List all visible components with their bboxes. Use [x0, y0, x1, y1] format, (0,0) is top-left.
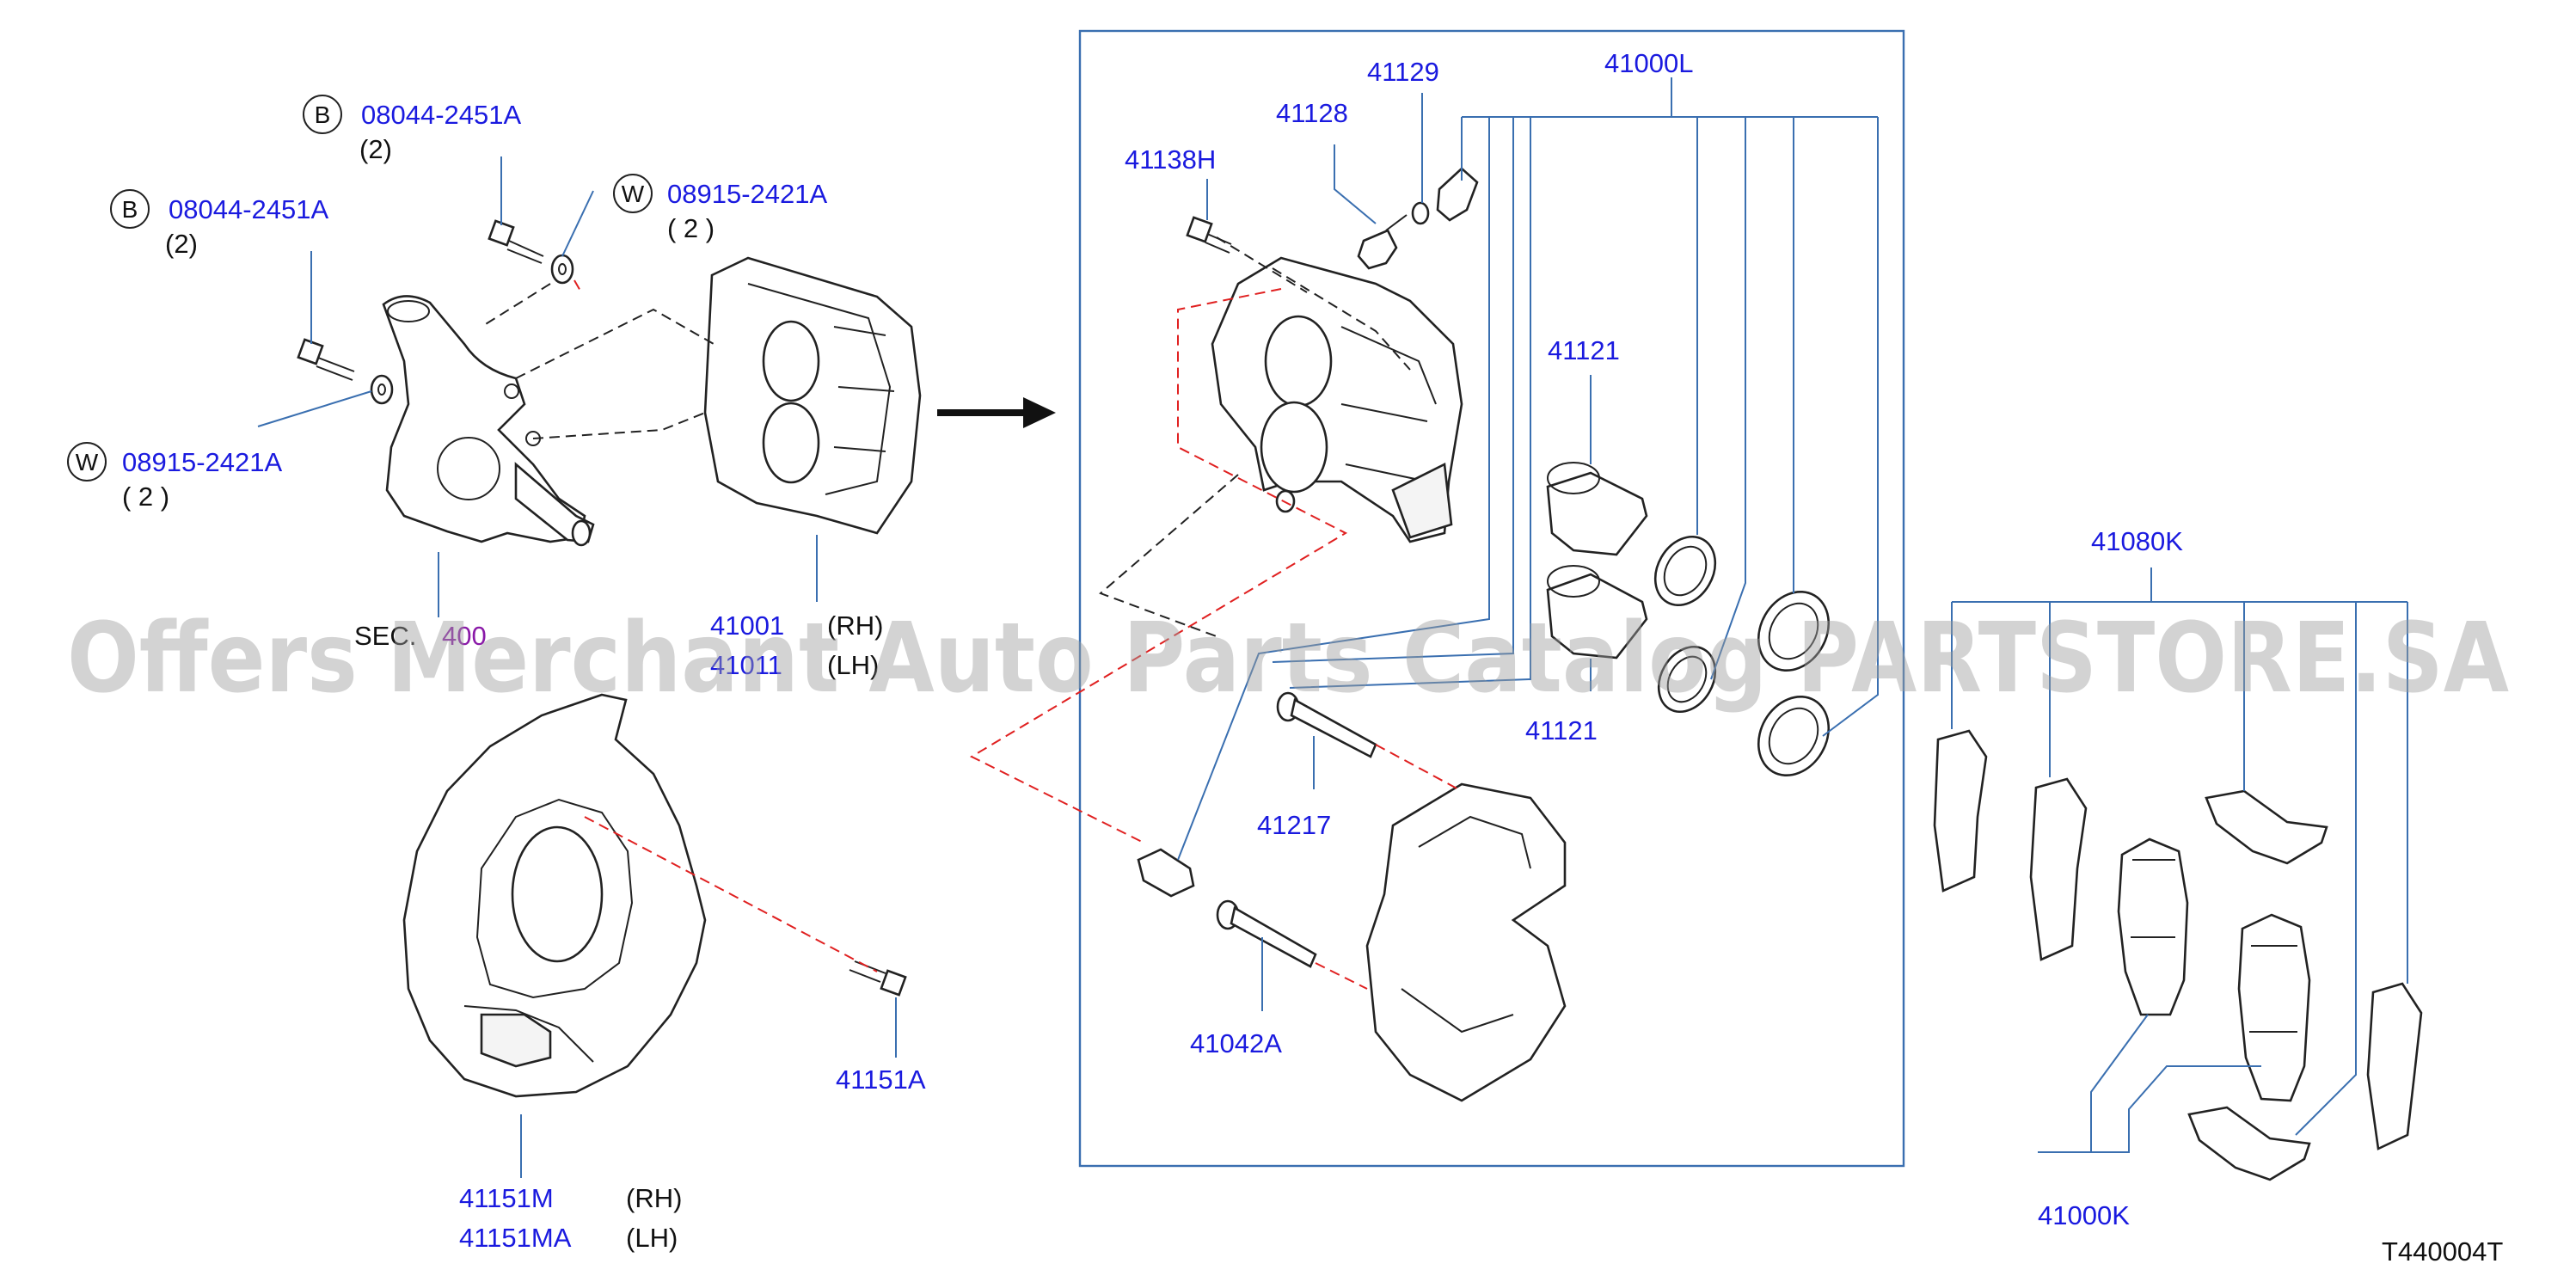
leader-dashed-red [573, 279, 582, 293]
leader-line [2090, 1014, 2149, 1152]
shim-outer-right [2366, 982, 2423, 1150]
fitting-41000l-top [1436, 167, 1479, 222]
svg-text:W: W [76, 449, 99, 475]
label-41129: 41129 [1367, 57, 1439, 87]
watermark-text: Offers Merchant Auto Parts Catalog PARTS… [67, 603, 2509, 715]
washer-marker-left: W [67, 442, 107, 482]
label-41121-bottom: 41121 [1525, 715, 1598, 745]
piston-lower [1546, 565, 1648, 659]
label-caliper-lh-code: 41011 [710, 650, 782, 680]
leader-dashed [481, 283, 551, 328]
piston-seal-lower [1657, 645, 1717, 714]
svg-text:W: W [622, 181, 645, 207]
steering-knuckle [382, 295, 595, 547]
bolt-top [488, 219, 544, 264]
piston-seal-upper [1653, 535, 1717, 607]
leader-line [2038, 1065, 2261, 1153]
dust-boot-lower [1757, 695, 1831, 777]
label-plate-rh-code: 41151M [459, 1183, 554, 1213]
leader-dashed [532, 412, 706, 439]
leader-dashed-red [1375, 744, 1463, 792]
leader-line [561, 190, 594, 257]
washer-marker-right: W [613, 174, 653, 213]
brake-pad-upper [2117, 837, 2189, 1016]
bolt-marker-left: B [110, 189, 150, 229]
label-41128: 41128 [1276, 98, 1348, 128]
bleeder-screw-41128 [1357, 214, 1408, 270]
leader-line [2295, 602, 2357, 1136]
caliper-assembly-left [703, 256, 922, 535]
brake-pad-lower [2237, 913, 2311, 1102]
label-41042a: 41042A [1190, 1028, 1282, 1058]
bolt-41138h [1186, 216, 1232, 254]
caliper-assembly-frame [1078, 29, 1905, 1168]
label-41000l: 41000L [1604, 48, 1693, 78]
label-41217: 41217 [1257, 810, 1331, 840]
label-caliper-lh-side: (LH) [827, 650, 879, 680]
bolt-left [297, 338, 355, 381]
leader-line [1710, 117, 1746, 680]
label-41138h: 41138H [1125, 144, 1216, 175]
label-washer-right-qty: ( 2 ) [667, 213, 715, 243]
leader-line [1177, 117, 1490, 861]
leader-dashed [1272, 267, 1411, 371]
bolt-marker-top: B [303, 95, 342, 134]
dust-shield [402, 693, 707, 1098]
label-bolt-top-code: 08044-2451A [361, 100, 521, 130]
label-bolt-top-qty: (2) [359, 134, 392, 164]
caliper-bracket [1365, 782, 1567, 1102]
label-caliper-rh-side: (RH) [827, 610, 883, 641]
svg-text:B: B [122, 196, 138, 223]
label-plate-rh-side: (RH) [626, 1183, 682, 1213]
label-41000k: 41000K [2038, 1200, 2130, 1230]
label-caliper-rh-code: 41001 [710, 610, 784, 641]
leader-dashed-red [969, 288, 1348, 844]
label-plate-lh-side: (LH) [626, 1223, 678, 1253]
diagram-id: T440004T [2382, 1236, 2503, 1267]
shield-bolt [849, 960, 907, 997]
label-41080k: 41080K [2091, 526, 2183, 556]
svg-text:B: B [315, 101, 331, 128]
label-41151a: 41151A [836, 1064, 926, 1095]
shim-outer-left [1933, 729, 1988, 893]
label-bolt-left-qty: (2) [165, 229, 198, 259]
caliper-housing [1211, 256, 1463, 543]
guide-pin-41042a [1216, 899, 1317, 968]
right-arrow-icon [937, 397, 1056, 428]
leader-dashed [1216, 236, 1308, 293]
leader-line [1334, 144, 1377, 224]
leader-line [257, 390, 372, 427]
label-washer-left-code: 08915-2421A [122, 447, 282, 477]
pad-clip-upper [2205, 789, 2328, 865]
label-washer-right-code: 08915-2421A [667, 179, 827, 209]
leader-dashed-red [584, 816, 878, 972]
piston-upper [1546, 462, 1648, 556]
label-plate-lh-code: 41151MA [459, 1223, 572, 1253]
label-sec-ref: 400 [442, 621, 487, 651]
washer-left [370, 374, 394, 405]
guide-pin-41217 [1276, 691, 1377, 758]
label-sec-prefix: SEC. [354, 621, 416, 651]
washer-top [550, 254, 574, 285]
label-bolt-left-code: 08044-2451A [169, 194, 328, 224]
label-41121-top: 41121 [1548, 335, 1620, 365]
leader-dashed-red [1315, 962, 1368, 990]
boot-fitting [1137, 848, 1195, 898]
bleeder-cap-41129 [1411, 201, 1430, 225]
leader-line [1272, 117, 1514, 663]
leader-dashed [1099, 474, 1239, 639]
leader-dashed [515, 308, 715, 379]
leader-line [1822, 117, 1879, 737]
label-washer-left-qty: ( 2 ) [122, 482, 169, 512]
dust-boot-upper [1757, 590, 1831, 672]
shim-inner-left [2029, 777, 2088, 961]
leader-line [1289, 117, 1531, 689]
pad-clip-lower [2187, 1106, 2311, 1181]
